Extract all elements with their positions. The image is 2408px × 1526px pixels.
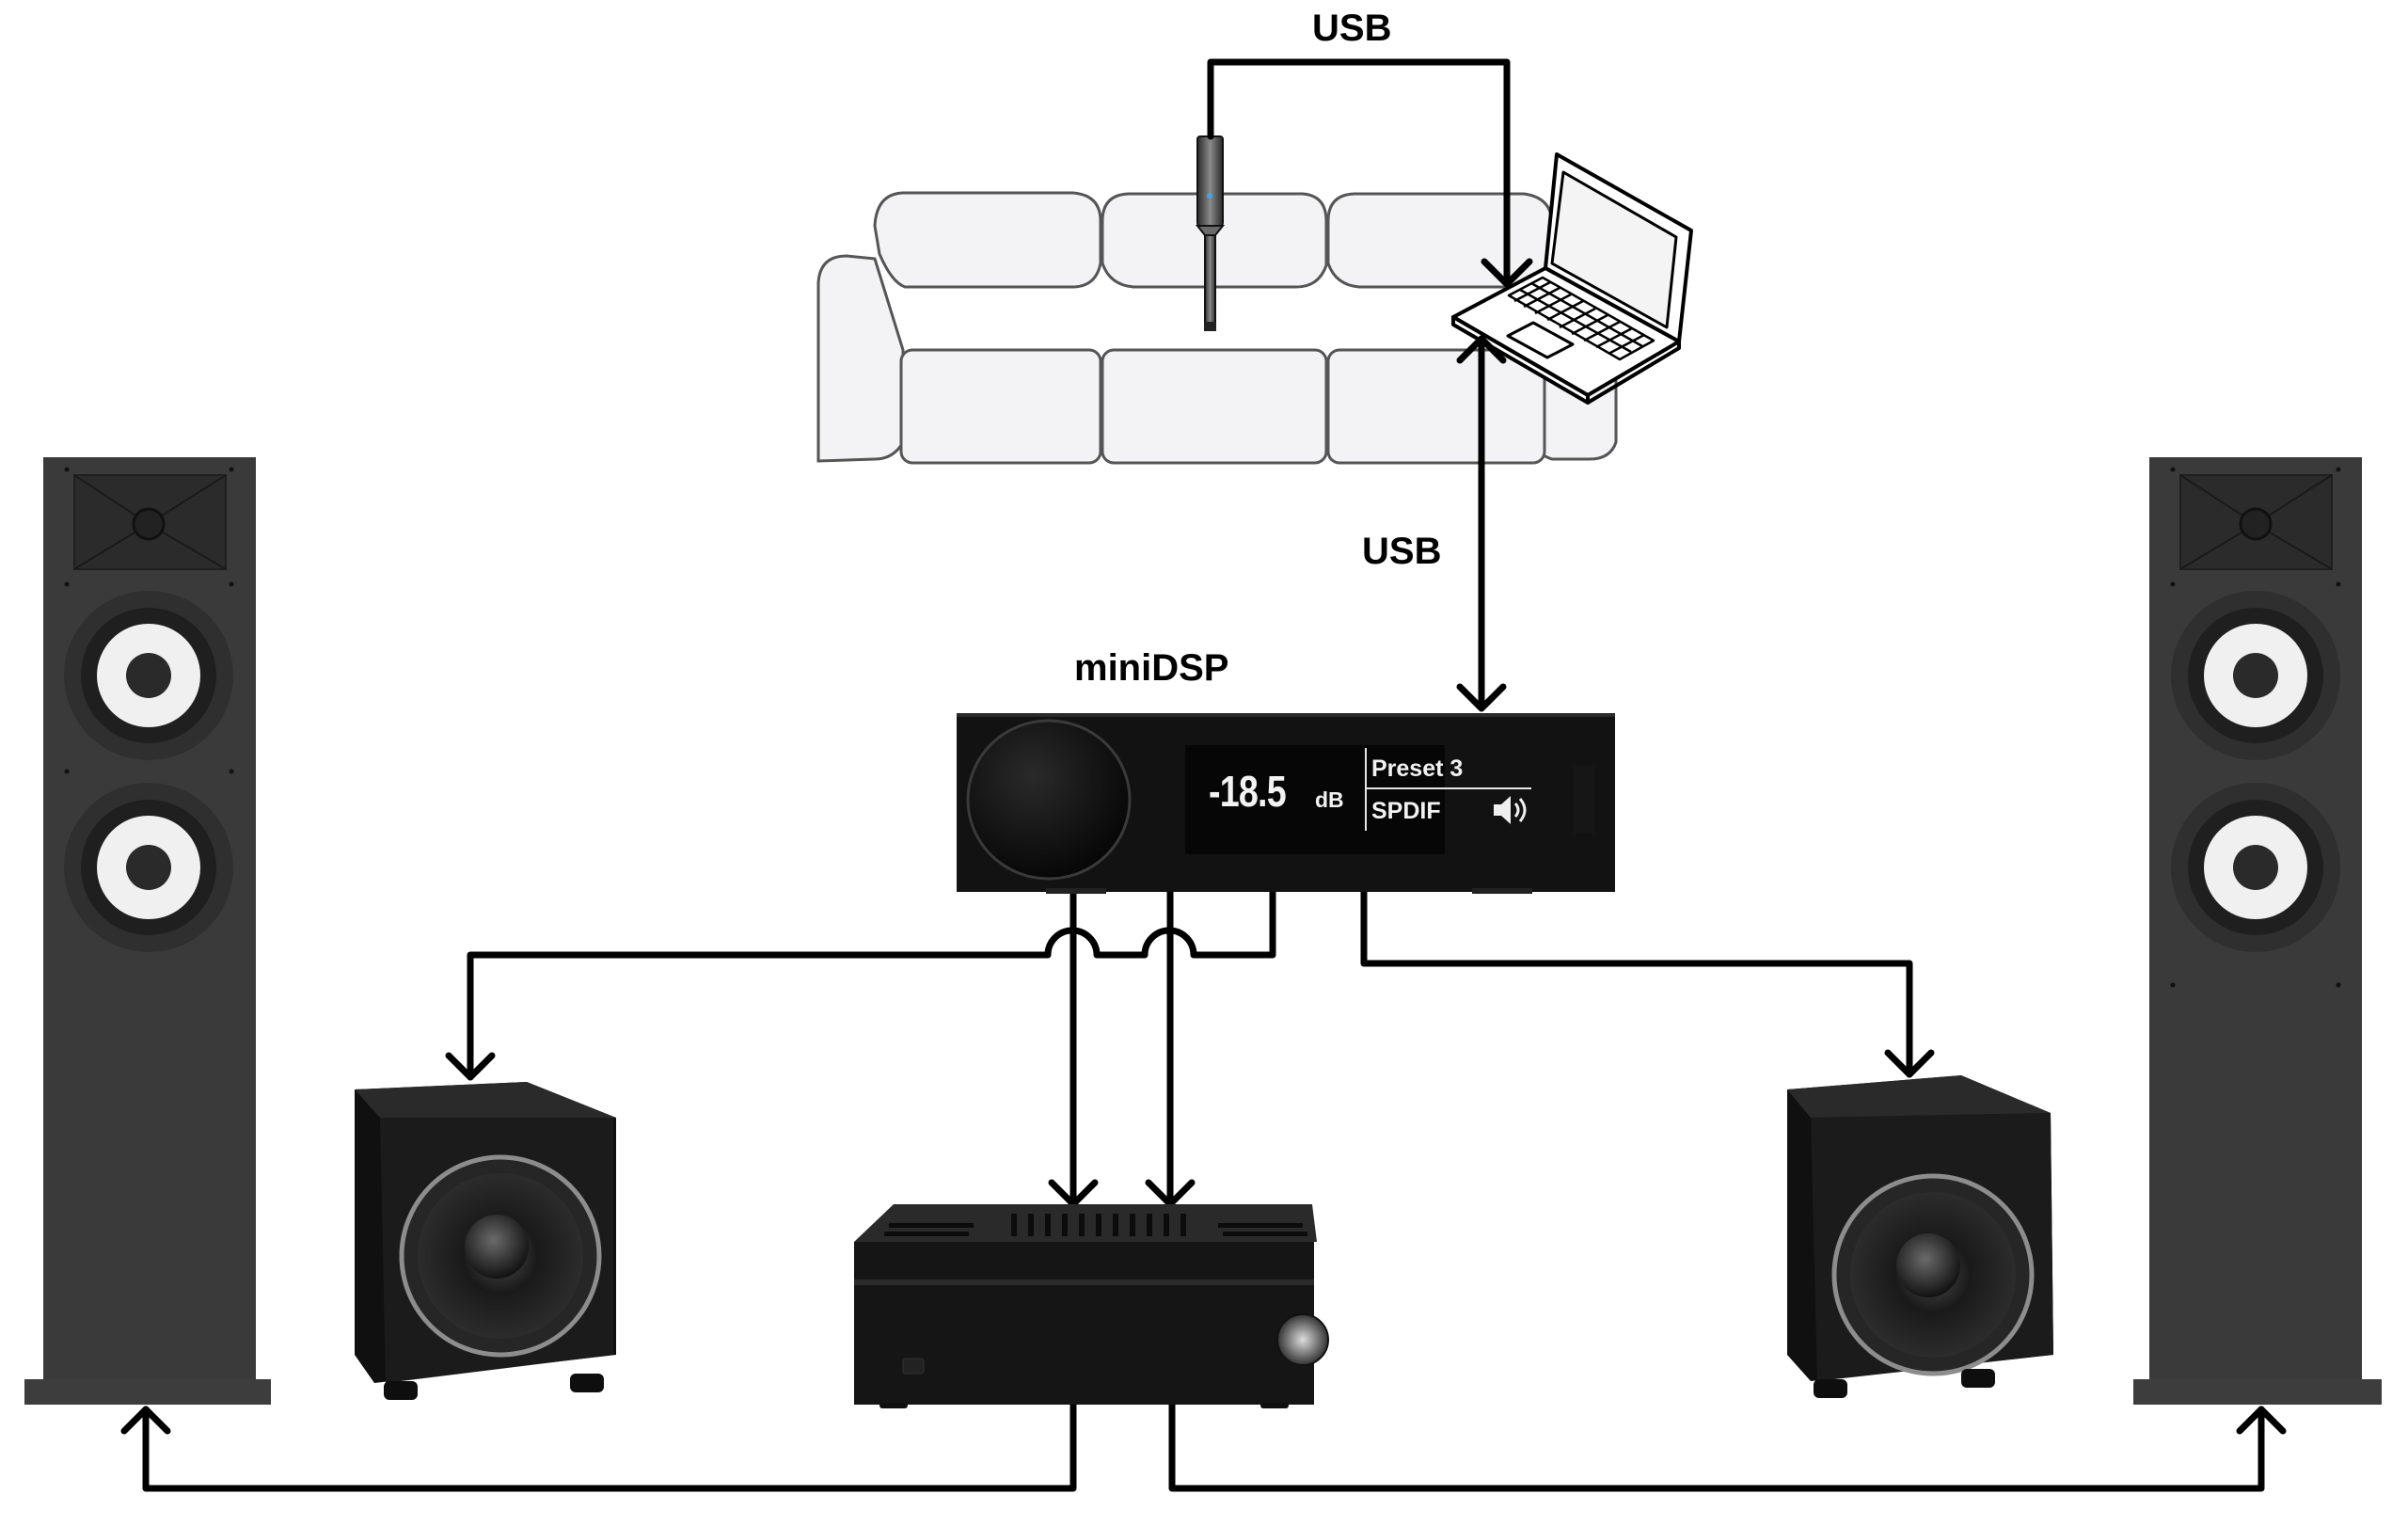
- left-sub-dustcap: [465, 1215, 529, 1279]
- right-sub-dustcap: [1896, 1233, 1960, 1297]
- sofa: [816, 191, 1618, 465]
- minidsp-display: [1185, 745, 1445, 854]
- minidsp-preset: Preset 3: [1371, 755, 1464, 782]
- minidsp-input-source: SPDIF: [1371, 798, 1441, 824]
- laptop-trackpad: [1506, 321, 1575, 359]
- sofa-back-cushion-left: [873, 191, 1102, 289]
- wire-minidsp-to-left-sub: [467, 888, 1276, 1081]
- wire-amp-to-right-tower: [1168, 1401, 2265, 1492]
- wire-amp-to-left-tower: [142, 1401, 1077, 1492]
- measurement-microphone: [1195, 135, 1226, 331]
- amp-volume-knob[interactable]: [1276, 1313, 1329, 1366]
- sofa-left-arm: [816, 254, 905, 463]
- amp-power-button[interactable]: [902, 1358, 925, 1375]
- right-tweeter: [2239, 507, 2273, 541]
- minidsp-volume-readout: -18.5: [1209, 767, 1287, 816]
- minidsp-label: miniDSP: [1074, 647, 1229, 689]
- amplifier: [854, 1204, 1329, 1408]
- arrowhead-left-sub: [445, 1052, 496, 1081]
- wire-mic-to-laptop: [1207, 58, 1511, 286]
- laptop-keyboard: [1507, 276, 1656, 361]
- right-tower-speaker: [2133, 457, 2382, 1405]
- sofa-seat-right: [1326, 348, 1546, 465]
- wiring: [120, 58, 2287, 1492]
- right-subwoofer: [1787, 1075, 2053, 1398]
- minidsp-volume-unit: dB: [1315, 787, 1344, 812]
- minidsp-volume-knob[interactable]: [966, 719, 1132, 881]
- speaker-volume-icon: [1494, 796, 1527, 824]
- usb-label-top: USB: [1312, 8, 1392, 49]
- arrowhead-laptop-top: [1481, 258, 1533, 288]
- left-tweeter: [132, 507, 166, 541]
- laptop: [1451, 152, 1693, 405]
- arrowhead-left-tower: [120, 1406, 171, 1435]
- left-subwoofer: [355, 1082, 616, 1400]
- arrowhead-laptop-bottom: [1456, 335, 1507, 364]
- left-tower-speaker: [24, 457, 271, 1405]
- usb-label-side: USB: [1362, 531, 1442, 572]
- arrowhead-right-sub: [1884, 1049, 1935, 1078]
- arrowhead-minidsp-top: [1456, 683, 1507, 712]
- wire-minidsp-to-right-sub: [1360, 888, 1913, 1078]
- minidsp-device: [957, 713, 1615, 894]
- sofa-seat-middle: [1101, 348, 1328, 465]
- sofa-seat-left: [899, 348, 1102, 465]
- arrowhead-right-tower: [2236, 1406, 2287, 1435]
